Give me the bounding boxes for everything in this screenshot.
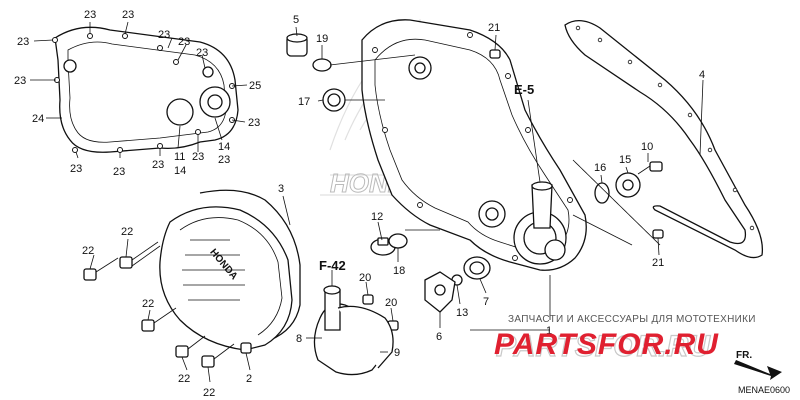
dowel-20-a <box>362 294 374 305</box>
callout-18: 18 <box>393 265 405 277</box>
callout-8: 8 <box>296 333 302 345</box>
callout-23: 23 <box>192 151 204 163</box>
bolt-22-a <box>119 241 161 269</box>
callout-22: 22 <box>121 226 133 238</box>
callout-7: 7 <box>483 296 489 308</box>
bolt-22-c <box>141 307 177 332</box>
callout-23: 23 <box>248 117 260 129</box>
callout-14: 14 <box>174 165 186 177</box>
callout-12: 12 <box>371 211 383 223</box>
leader-lines <box>30 21 704 383</box>
watermark-logo: PARTSFOR.RU <box>494 328 719 361</box>
callout-20: 20 <box>385 297 397 309</box>
callout-23: 23 <box>218 154 230 166</box>
gasket-right <box>564 20 764 259</box>
callout-23: 23 <box>158 29 170 41</box>
callout-22: 22 <box>203 387 215 399</box>
ref-f42: F-42 <box>319 258 346 273</box>
callout-22: 22 <box>178 373 190 385</box>
callout-4: 4 <box>699 69 705 81</box>
callout-2: 2 <box>246 373 252 385</box>
bolt-22-b <box>83 257 119 281</box>
callout-11: 11 <box>174 151 185 163</box>
callout-10: 10 <box>641 141 653 153</box>
callout-23: 23 <box>178 36 190 48</box>
callout-13: 13 <box>456 307 468 319</box>
callouts: 23 23 23 23 23 23 23 25 24 23 23 23 23 1… <box>14 9 705 399</box>
bolt-10 <box>637 161 663 175</box>
callout-25: 25 <box>249 80 261 92</box>
callout-23: 23 <box>196 47 208 59</box>
callout-9: 9 <box>394 347 400 359</box>
callout-24: 24 <box>32 113 44 125</box>
callout-23: 23 <box>17 36 29 48</box>
callout-19: 19 <box>316 33 328 45</box>
callout-20: 20 <box>359 272 371 284</box>
callout-21: 21 <box>488 22 500 34</box>
o-ring-19 <box>312 58 332 72</box>
oil-seal-17 <box>322 88 346 112</box>
watermark-caption: ЗАПЧАСТИ И АКСЕССУАРЫ ДЛЯ МОТОТЕХНИКИ <box>508 314 756 325</box>
water-seal-7 <box>463 256 491 280</box>
bolt-22-e <box>201 343 235 368</box>
callout-16: 16 <box>594 162 606 174</box>
front-label: FR. <box>736 350 752 361</box>
callout-23: 23 <box>152 159 164 171</box>
callout-23: 23 <box>122 9 134 21</box>
callout-17: 17 <box>298 96 310 108</box>
front-direction-arrow: FR. <box>734 350 782 380</box>
watermark-logo-outline: PARTSFOR.RU <box>496 330 711 363</box>
callout-22: 22 <box>82 245 94 257</box>
ref-e5: E-5 <box>514 82 534 97</box>
bolt-22-d <box>175 335 206 358</box>
bolt-2 <box>240 342 252 354</box>
callout-6: 6 <box>436 331 442 343</box>
callout-21: 21 <box>652 257 664 269</box>
callout-15: 15 <box>619 154 631 166</box>
callout-22: 22 <box>142 298 154 310</box>
impeller-6 <box>424 271 456 313</box>
bearing-15 <box>615 172 641 198</box>
dowel-21-bottom <box>652 229 664 239</box>
diagram-code: MENAE0600 <box>738 385 790 395</box>
right-crankcase-cover <box>361 19 587 271</box>
callout-1: 1 <box>546 325 552 337</box>
dowel-21-top <box>489 49 501 59</box>
callout-23: 23 <box>70 163 82 175</box>
gasket-left <box>52 26 239 153</box>
o-ring-18 <box>388 233 408 249</box>
oil-filler-cap-5 <box>286 33 308 57</box>
gasket-9 <box>337 305 394 369</box>
callout-14: 14 <box>218 141 230 153</box>
callout-23: 23 <box>113 166 125 178</box>
callout-23: 23 <box>14 75 26 87</box>
callout-5: 5 <box>293 14 299 26</box>
callout-23: 23 <box>84 9 96 21</box>
clutch-cover: HONDA <box>159 189 301 351</box>
callout-3: 3 <box>278 183 284 195</box>
